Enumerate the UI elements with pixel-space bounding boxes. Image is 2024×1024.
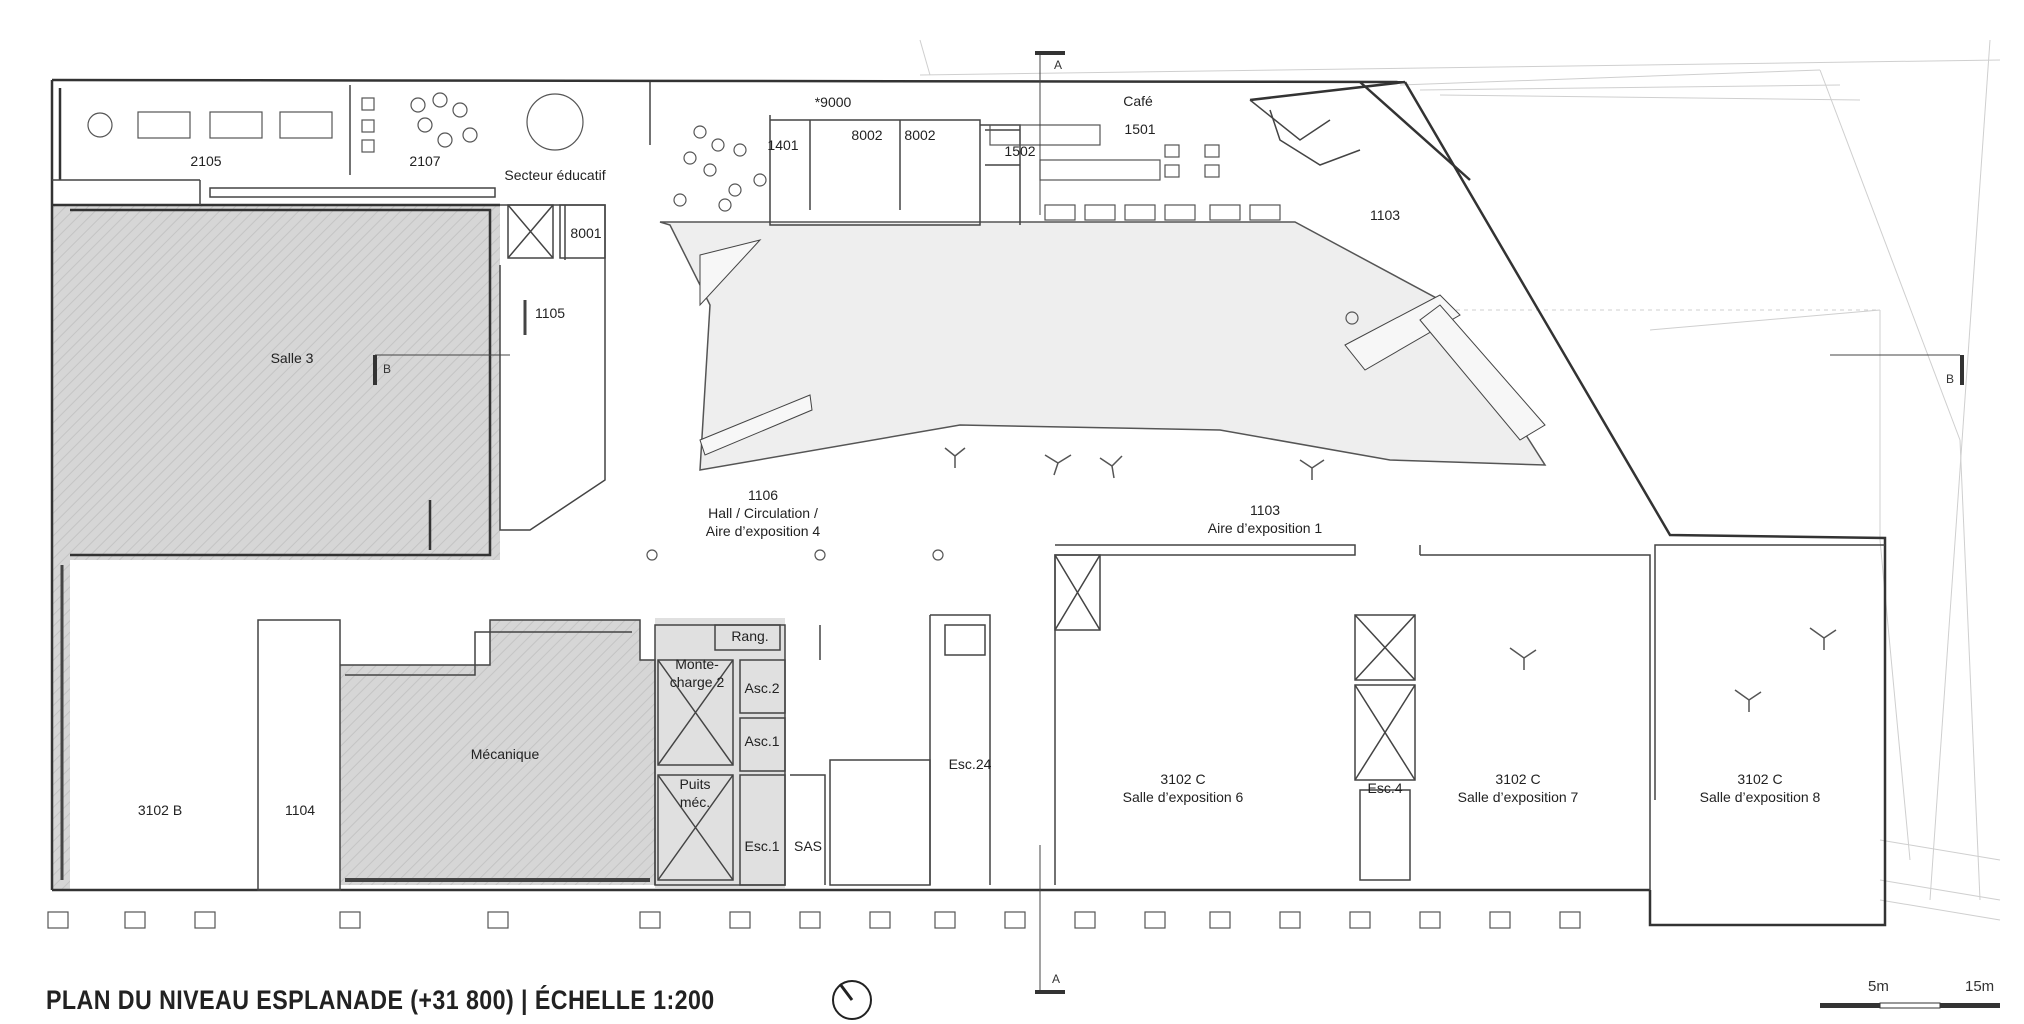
facade-piers [47, 911, 1581, 929]
cafe-furniture [989, 124, 1281, 221]
scale-bar [1820, 1002, 2000, 1009]
room-1502: 1502 [1004, 143, 1036, 159]
escalier-24: Esc.24 [948, 756, 992, 772]
room-1501: 1501 [1124, 121, 1156, 137]
salle-3-hatch [52, 205, 500, 560]
room-8002-b: 8002 [904, 127, 936, 143]
escalier-4: Esc.4 [1367, 780, 1403, 796]
benches [944, 447, 1837, 712]
section-lines [375, 55, 1960, 990]
room-1401: 1401 [767, 137, 799, 153]
education-furniture [87, 92, 767, 212]
aire-1-name: Aire d’exposition 1 [1207, 520, 1323, 536]
puits-line2: méc. [679, 794, 711, 810]
south-walls [60, 544, 1885, 891]
escalier-1: Esc.1 [744, 838, 780, 854]
room-2105: 2105 [190, 153, 222, 169]
salle-7-name: Salle d’exposition 7 [1457, 789, 1579, 805]
room-8001: 8001 [570, 225, 602, 241]
salle-6-number: 3102 C [1160, 771, 1206, 787]
room-1104: 1104 [284, 802, 316, 818]
room-9000: *9000 [814, 94, 852, 110]
puits-line1: Puits [679, 776, 711, 792]
room-secteur-educatif: Secteur éducatif [504, 167, 606, 183]
room-sas: SAS [793, 838, 823, 854]
hatched-service-areas [52, 205, 785, 890]
mecanique-hatch [340, 620, 655, 885]
room-salle-3: Salle 3 [270, 350, 314, 366]
room-1105: 1105 [534, 305, 566, 321]
section-a-bottom-label: A [1052, 972, 1061, 986]
monte-charge-line2: charge 2 [669, 674, 725, 690]
monte-charge-line1: Monte- [675, 656, 719, 672]
section-ticks [373, 51, 1964, 994]
salle-7-number: 3102 C [1495, 771, 1541, 787]
ascenseur-2: Asc.2 [744, 680, 780, 696]
north-arrow [832, 980, 872, 1020]
hall-name-line1: Hall / Circulation / [708, 505, 818, 521]
section-b-left-label: B [383, 362, 392, 376]
aire-1-number: 1103 [1249, 502, 1281, 518]
plan-title: PLAN DU NIVEAU ESPLANADE (+31 800) | ÉCH… [46, 985, 715, 1015]
room-2107: 2107 [409, 153, 441, 169]
hall-number: 1106 [747, 487, 779, 503]
room-3102-b: 3102 B [137, 802, 183, 818]
room-1103-top: 1103 [1369, 207, 1401, 223]
core-hatch [655, 618, 785, 888]
hall-columns [646, 311, 1359, 561]
hall-name-line2: Aire d’exposition 4 [705, 523, 821, 539]
scale-label-5m: 5m [1868, 978, 1889, 995]
escalators [699, 239, 1546, 456]
salle-8-number: 3102 C [1737, 771, 1783, 787]
salle-6-name: Salle d’exposition 6 [1122, 789, 1244, 805]
room-rangement: Rang. [731, 628, 769, 644]
room-cafe: Café [1123, 93, 1153, 109]
north-rooms [52, 82, 1361, 531]
section-b-right-label: B [1946, 372, 1955, 386]
hall-void [659, 221, 1547, 471]
room-8002-a: 8002 [851, 127, 883, 143]
ascenseur-1: Asc.1 [744, 733, 780, 749]
salle-8-name: Salle d’exposition 8 [1699, 789, 1821, 805]
room-mecanique: Mécanique [470, 746, 540, 762]
section-a-top-label: A [1054, 58, 1063, 72]
scale-label-15m: 15m [1965, 978, 1995, 995]
